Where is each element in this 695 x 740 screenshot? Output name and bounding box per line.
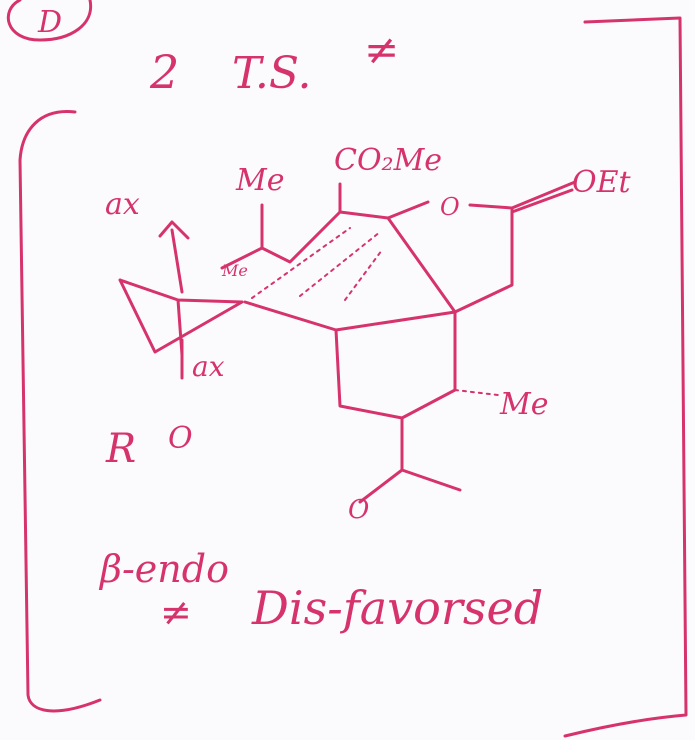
lactone-ring-bonds bbox=[386, 200, 514, 314]
ts-count: 2 bbox=[149, 45, 179, 99]
stereo-label: β-endo bbox=[98, 547, 229, 591]
hashed-bonds bbox=[251, 227, 499, 396]
ketone-bonds bbox=[358, 416, 462, 504]
methyl-label-right: Me bbox=[499, 387, 548, 422]
right-bracket bbox=[563, 16, 688, 738]
verdict-label: Dis-favorsed bbox=[251, 581, 543, 635]
circled-label: D bbox=[37, 5, 62, 40]
r-oxygen-label: O bbox=[168, 421, 193, 456]
ketone-oxygen-label: O bbox=[348, 495, 369, 525]
left-bracket bbox=[18, 110, 102, 713]
ts-label: T.S. bbox=[232, 48, 311, 99]
methyl-label-top: Me bbox=[235, 163, 284, 198]
axial-arrow bbox=[158, 220, 190, 294]
r-group-label: R bbox=[105, 426, 136, 472]
ethoxy-label: OEt bbox=[572, 165, 631, 200]
methyl-label-small: Me bbox=[221, 261, 248, 280]
carbonyl-wedge bbox=[510, 180, 577, 214]
ts-symbol: ≠ bbox=[364, 25, 399, 74]
circle-mark bbox=[6, 0, 93, 42]
footer-ts-symbol: ≠ bbox=[160, 590, 192, 634]
ester-label: CO₂Me bbox=[334, 143, 442, 178]
axial-label-top: ax bbox=[105, 187, 140, 222]
upper-ring-bonds bbox=[220, 203, 457, 332]
axial-label-bottom: ax bbox=[192, 350, 225, 383]
ring-oxygen-label: O bbox=[440, 193, 460, 221]
